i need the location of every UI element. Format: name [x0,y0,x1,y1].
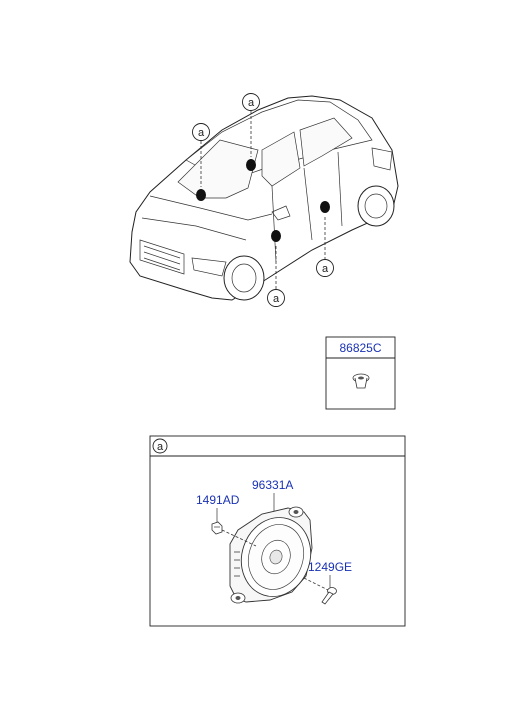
part-number-1491AD: 1491AD [196,493,240,507]
callout-a-dash-right: a [242,93,260,111]
clip-icon [352,373,370,389]
speaker-location-dash-right [246,159,256,171]
part-number-96331A: 96331A [252,478,293,492]
speaker-location-rear-door [320,201,330,213]
speaker-location-front-door [271,230,281,242]
speaker-location-dash-left [196,189,206,201]
car-illustration: a a a a [129,93,399,307]
bolt-icon [211,521,223,535]
part-number-86825C: 86825C [339,341,381,355]
detail-box-a: a 96331A 1491AD 1249GE [149,435,406,627]
callout-a-front-door: a [267,289,285,307]
svg-text:a: a [157,441,164,453]
callout-a-dash-left: a [192,123,210,141]
clip-part-box: 86825C [325,336,396,410]
callout-a-rear-door: a [316,259,334,277]
speaker-icon [229,506,313,604]
svg-text:a: a [198,127,205,139]
screw-icon [321,587,337,605]
svg-text:a: a [273,293,280,305]
part-number-1249GE: 1249GE [308,560,352,574]
svg-text:a: a [248,97,255,109]
detail-header-callout: a [152,438,168,454]
svg-text:a: a [322,263,329,275]
